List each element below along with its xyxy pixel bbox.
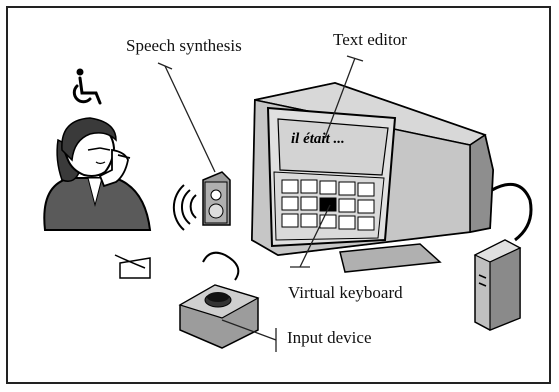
leader-lines	[157, 55, 364, 352]
virtual-keyboard	[281, 179, 375, 231]
virtual-keyboard-label: Virtual keyboard	[288, 283, 403, 302]
input-device	[178, 251, 260, 349]
computer-tower	[473, 239, 522, 331]
leader-input-device	[221, 319, 277, 341]
cable	[491, 182, 533, 242]
text-editor-label: Text editor	[333, 30, 407, 49]
monitor-stand	[339, 243, 442, 273]
leader-speech-synthesis	[164, 65, 216, 173]
input-device-label: Input device	[287, 328, 372, 347]
leader-virtual-keyboard	[299, 204, 331, 268]
speech-synthesis-label: Speech synthesis	[126, 36, 242, 55]
wheelchair-icon	[72, 68, 102, 105]
screen-text: il était ...	[291, 131, 345, 147]
speaker-icon	[172, 171, 231, 231]
selected-key	[319, 197, 337, 212]
person-figure	[43, 117, 152, 279]
leader-text-editor	[324, 57, 356, 139]
